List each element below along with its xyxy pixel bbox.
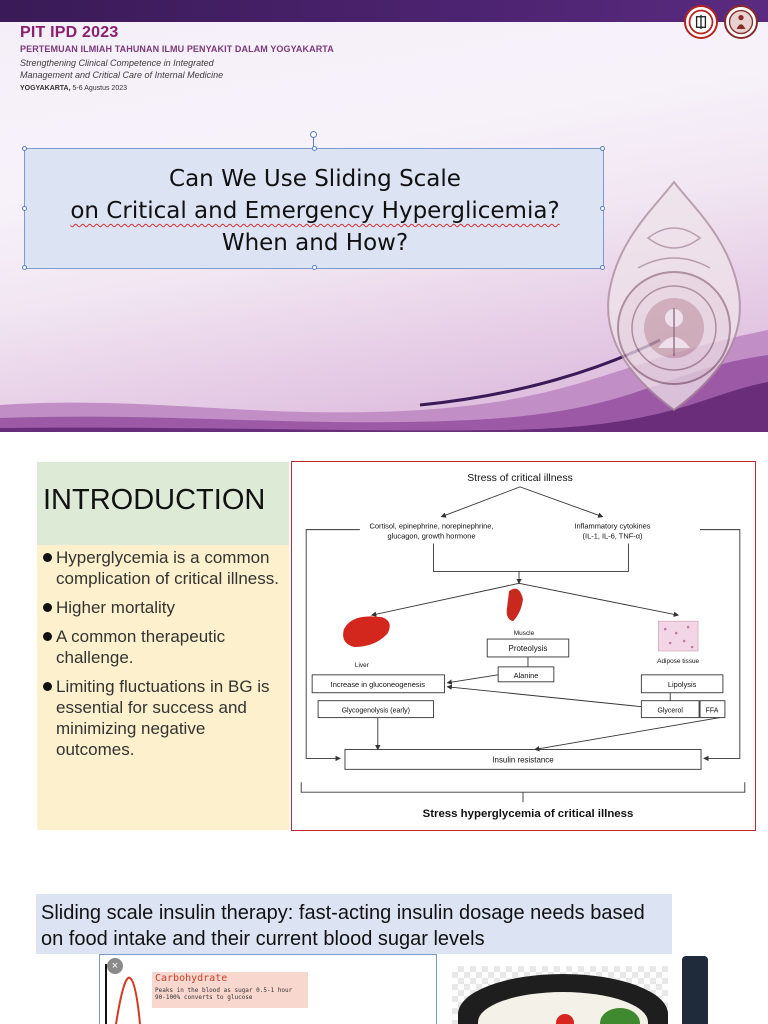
sliding-scale-slide: Sliding scale insulin therapy: fast-acti… — [0, 864, 768, 1024]
alanine-label: Alanine — [514, 671, 539, 680]
bullet-text: A common therapeutic challenge. — [56, 627, 226, 667]
close-icon[interactable]: × — [107, 958, 123, 974]
insulin-resistance-label: Insulin resistance — [492, 755, 554, 764]
title-line-3: When and How? — [221, 230, 409, 256]
ffa-label: FFA — [706, 708, 719, 715]
proteolysis-label: Proteolysis — [509, 644, 548, 653]
watermark-emblem-icon — [607, 180, 741, 412]
muscle-icon — [506, 588, 524, 622]
bullet-item: Higher mortality — [43, 597, 283, 618]
event-tagline: Strengthening Clinical Competence in Int… — [20, 57, 320, 81]
introduction-slide: INTRODUCTION Hyperglycemia is a common c… — [0, 432, 768, 864]
diagram-bottom-label: Stress hyperglycemia of critical illness — [423, 808, 634, 820]
resize-handle-s[interactable] — [312, 265, 317, 270]
gluconeogenesis-label: Increase in gluconeogenesis — [331, 680, 426, 689]
event-fullname: PERTEMUAN ILMIAH TAHUNAN ILMU PENYAKIT D… — [20, 44, 334, 54]
papdi-logo-icon — [724, 5, 758, 39]
resize-handle-ne[interactable] — [600, 146, 605, 151]
rotate-handle-line — [313, 135, 314, 148]
bullet-list: Hyperglycemia is a common complication o… — [43, 547, 283, 768]
slide-title: Can We Use Sliding Scale on Critical and… — [25, 163, 605, 259]
title-slide: PIT IPD 2023 PERTEMUAN ILMIAH TAHUNAN IL… — [0, 0, 768, 432]
title-textbox[interactable]: Can We Use Sliding Scale on Critical and… — [22, 146, 605, 270]
sliding-scale-heading: Sliding scale insulin therapy: fast-acti… — [41, 902, 645, 950]
intro-bullets-box: Hyperglycemia is a common complication o… — [37, 545, 289, 830]
lipolysis-label: Lipolysis — [668, 680, 697, 689]
bullet-item: A common therapeutic challenge. — [43, 626, 283, 668]
tagline-line-1: Strengthening Clinical Competence in Int… — [20, 58, 214, 68]
location-city: YOGYAKARTA, — [20, 85, 71, 92]
title-line-2: on Critical and Emergency Hyperglicemia? — [70, 198, 560, 224]
intro-heading-box: INTRODUCTION — [37, 462, 289, 545]
glycerol-label: Glycerol — [657, 708, 683, 715]
diagram-svg: Stress of critical illness Cortisol, epi… — [300, 473, 746, 820]
bullet-text: Higher mortality — [56, 598, 176, 617]
resize-handle-nw[interactable] — [22, 146, 27, 151]
carbohydrate-title: Carbohydrate — [155, 973, 228, 984]
cytokines-label-2: (IL-1, IL-6, TNF-α) — [583, 532, 643, 541]
bullet-item: Limiting fluctuations in BG is essential… — [43, 676, 283, 760]
resize-handle-se[interactable] — [600, 265, 605, 270]
liver-label: Liver — [355, 662, 370, 669]
ipd-logo-icon — [684, 5, 718, 39]
bullet-dot-icon — [43, 682, 52, 691]
resize-handle-sw[interactable] — [22, 265, 27, 270]
glycogenolysis-label: Glycogenolysis (early) — [342, 708, 410, 715]
header-bar — [0, 0, 768, 22]
carb-note-line-2: 90-100% converts to glucose — [155, 994, 253, 1001]
glucose-curve-icon — [105, 964, 141, 1024]
event-dates: 5-6 Agustus 2023 — [72, 85, 128, 92]
resize-handle-n[interactable] — [312, 146, 317, 151]
rotate-handle[interactable] — [310, 131, 317, 138]
bullet-item: Hyperglycemia is a common complication o… — [43, 547, 283, 589]
event-title: PIT IPD 2023 — [20, 24, 119, 41]
muscle-label: Muscle — [514, 630, 535, 637]
bullet-dot-icon — [43, 553, 52, 562]
bullet-dot-icon — [43, 632, 52, 641]
bullet-text: Limiting fluctuations in BG is essential… — [56, 677, 270, 759]
resize-handle-e[interactable] — [600, 206, 605, 211]
insulin-pen-image — [682, 956, 708, 1024]
bullet-dot-icon — [43, 603, 52, 612]
sliding-scale-heading-box: Sliding scale insulin therapy: fast-acti… — [36, 894, 672, 954]
hormones-label-1: Cortisol, epinephrine, norepinephrine, — [369, 522, 493, 531]
adipose-label: Adipose tissue — [657, 658, 699, 665]
carbohydrate-note: Peaks in the blood as sugar 0.5-1 hour 9… — [155, 987, 305, 1001]
tagline-line-2: Management and Critical Care of Internal… — [20, 70, 224, 80]
bullet-text: Hyperglycemia is a common complication o… — [56, 548, 279, 588]
resize-handle-w[interactable] — [22, 206, 27, 211]
carb-note-line-1: Peaks in the blood as sugar 0.5-1 hour — [155, 987, 293, 994]
hormones-label-2: glucagon, growth hormone — [387, 532, 475, 541]
tomato-image — [556, 1014, 574, 1024]
cytokines-label-1: Inflammatory cytokines — [574, 522, 650, 531]
liver-icon — [343, 616, 390, 647]
intro-heading: INTRODUCTION — [43, 484, 266, 516]
diagram-top-label: Stress of critical illness — [467, 473, 573, 484]
carbohydrate-label-box: Carbohydrate Peaks in the blood as sugar… — [152, 972, 308, 1008]
stress-hyperglycemia-diagram: Stress of critical illness Cortisol, epi… — [291, 461, 756, 831]
broccoli-image — [600, 1008, 640, 1024]
event-location: YOGYAKARTA, 5-6 Agustus 2023 — [20, 85, 127, 92]
title-line-1: Can We Use Sliding Scale — [169, 166, 461, 192]
